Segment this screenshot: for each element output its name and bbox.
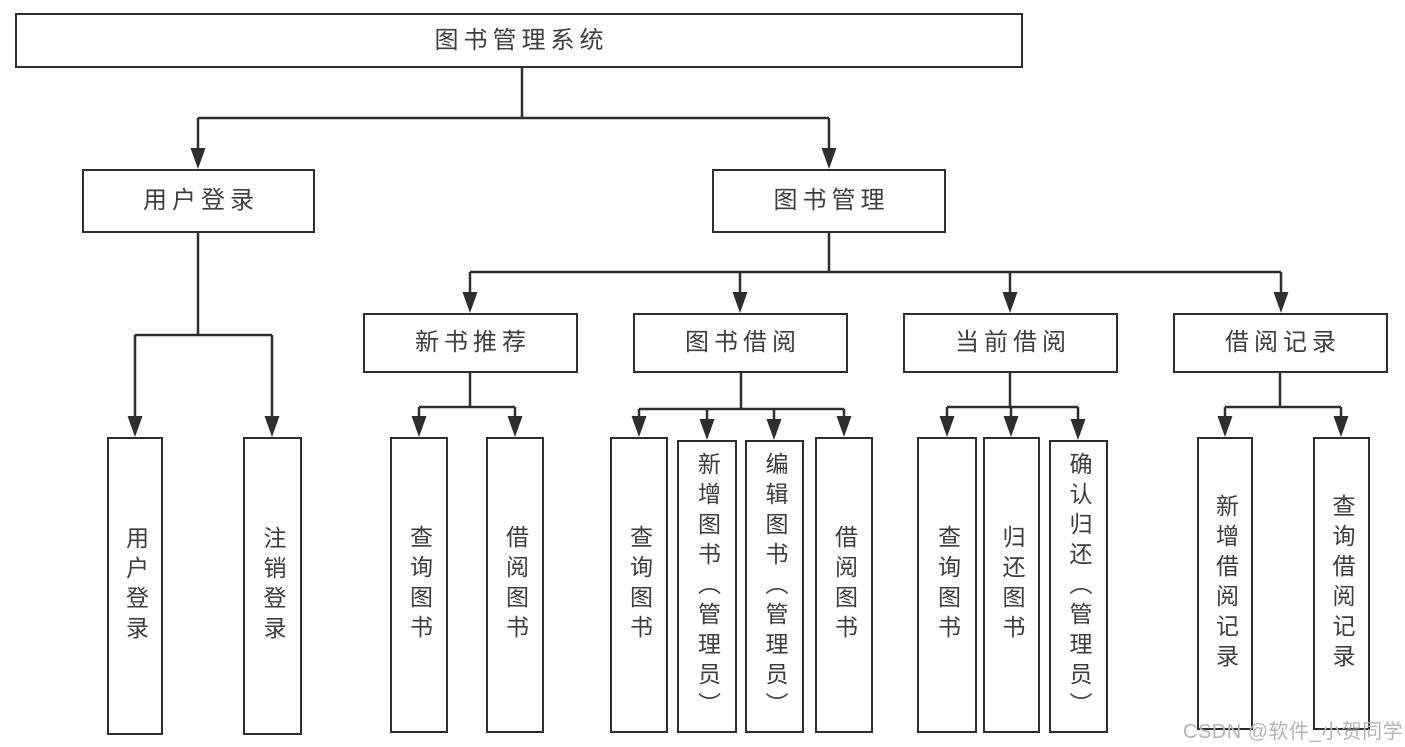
- node-label: 图书借阅: [685, 329, 801, 356]
- csdn-watermark: CSDN @软件_小贺同学: [1183, 721, 1404, 743]
- node-label: 用户登录: [122, 526, 149, 646]
- node-label: 借阅记录: [1225, 329, 1341, 356]
- node-label: 查询借阅记录: [1329, 493, 1355, 674]
- node-return-book: 归还图书: [983, 437, 1040, 733]
- node-label: 归还图书: [999, 525, 1025, 645]
- node-label: 新增借阅记录: [1212, 493, 1239, 674]
- node-label: 当前借阅: [955, 329, 1071, 356]
- node-query-books-current: 查询图书: [917, 437, 977, 733]
- node-label: 借阅图书: [502, 525, 529, 645]
- node-query-borrow-record: 查询借阅记录: [1313, 437, 1370, 730]
- node-label: 新书推荐: [415, 329, 531, 356]
- node-query-books-borrow: 查询图书: [610, 437, 668, 733]
- node-library-management-system: 图书管理系统: [15, 13, 1023, 68]
- node-user-login: 用户登录: [82, 169, 315, 233]
- node-label: 查询图书: [406, 525, 433, 645]
- node-edit-book-admin: 编辑图书（管理员）: [745, 440, 804, 733]
- node-user-login-leaf: 用户登录: [107, 437, 163, 735]
- node-label: 注销登录: [260, 526, 286, 646]
- node-label: 借阅图书: [831, 525, 858, 645]
- node-label: 编辑图书（管理员）: [762, 451, 788, 722]
- node-add-book-admin: 新增图书（管理员）: [677, 440, 737, 733]
- node-borrow-books-leaf: 借阅图书: [815, 437, 873, 733]
- node-label: 新增图书（管理员）: [694, 451, 721, 722]
- node-label: 用户登录: [143, 187, 259, 214]
- node-book-management: 图书管理: [712, 169, 946, 233]
- node-current-borrow: 当前借阅: [903, 313, 1118, 373]
- node-label: 图书管理: [773, 187, 890, 214]
- node-logout: 注销登录: [243, 437, 302, 735]
- node-label: 确认归还（管理员）: [1066, 451, 1092, 722]
- node-add-borrow-record: 新增借阅记录: [1197, 437, 1253, 730]
- node-new-book-recommend: 新书推荐: [363, 313, 578, 373]
- node-query-books-recommend: 查询图书: [390, 437, 448, 733]
- arrowheads: [127, 148, 1349, 440]
- node-label: 查询图书: [626, 525, 653, 645]
- node-label: 查询图书: [934, 525, 961, 645]
- node-confirm-return-admin: 确认归还（管理员）: [1049, 440, 1108, 733]
- node-borrow-books-recommend: 借阅图书: [486, 437, 544, 733]
- node-borrow-records: 借阅记录: [1173, 313, 1388, 373]
- node-label: 图书管理系统: [434, 26, 609, 54]
- node-book-borrow: 图书借阅: [633, 313, 848, 373]
